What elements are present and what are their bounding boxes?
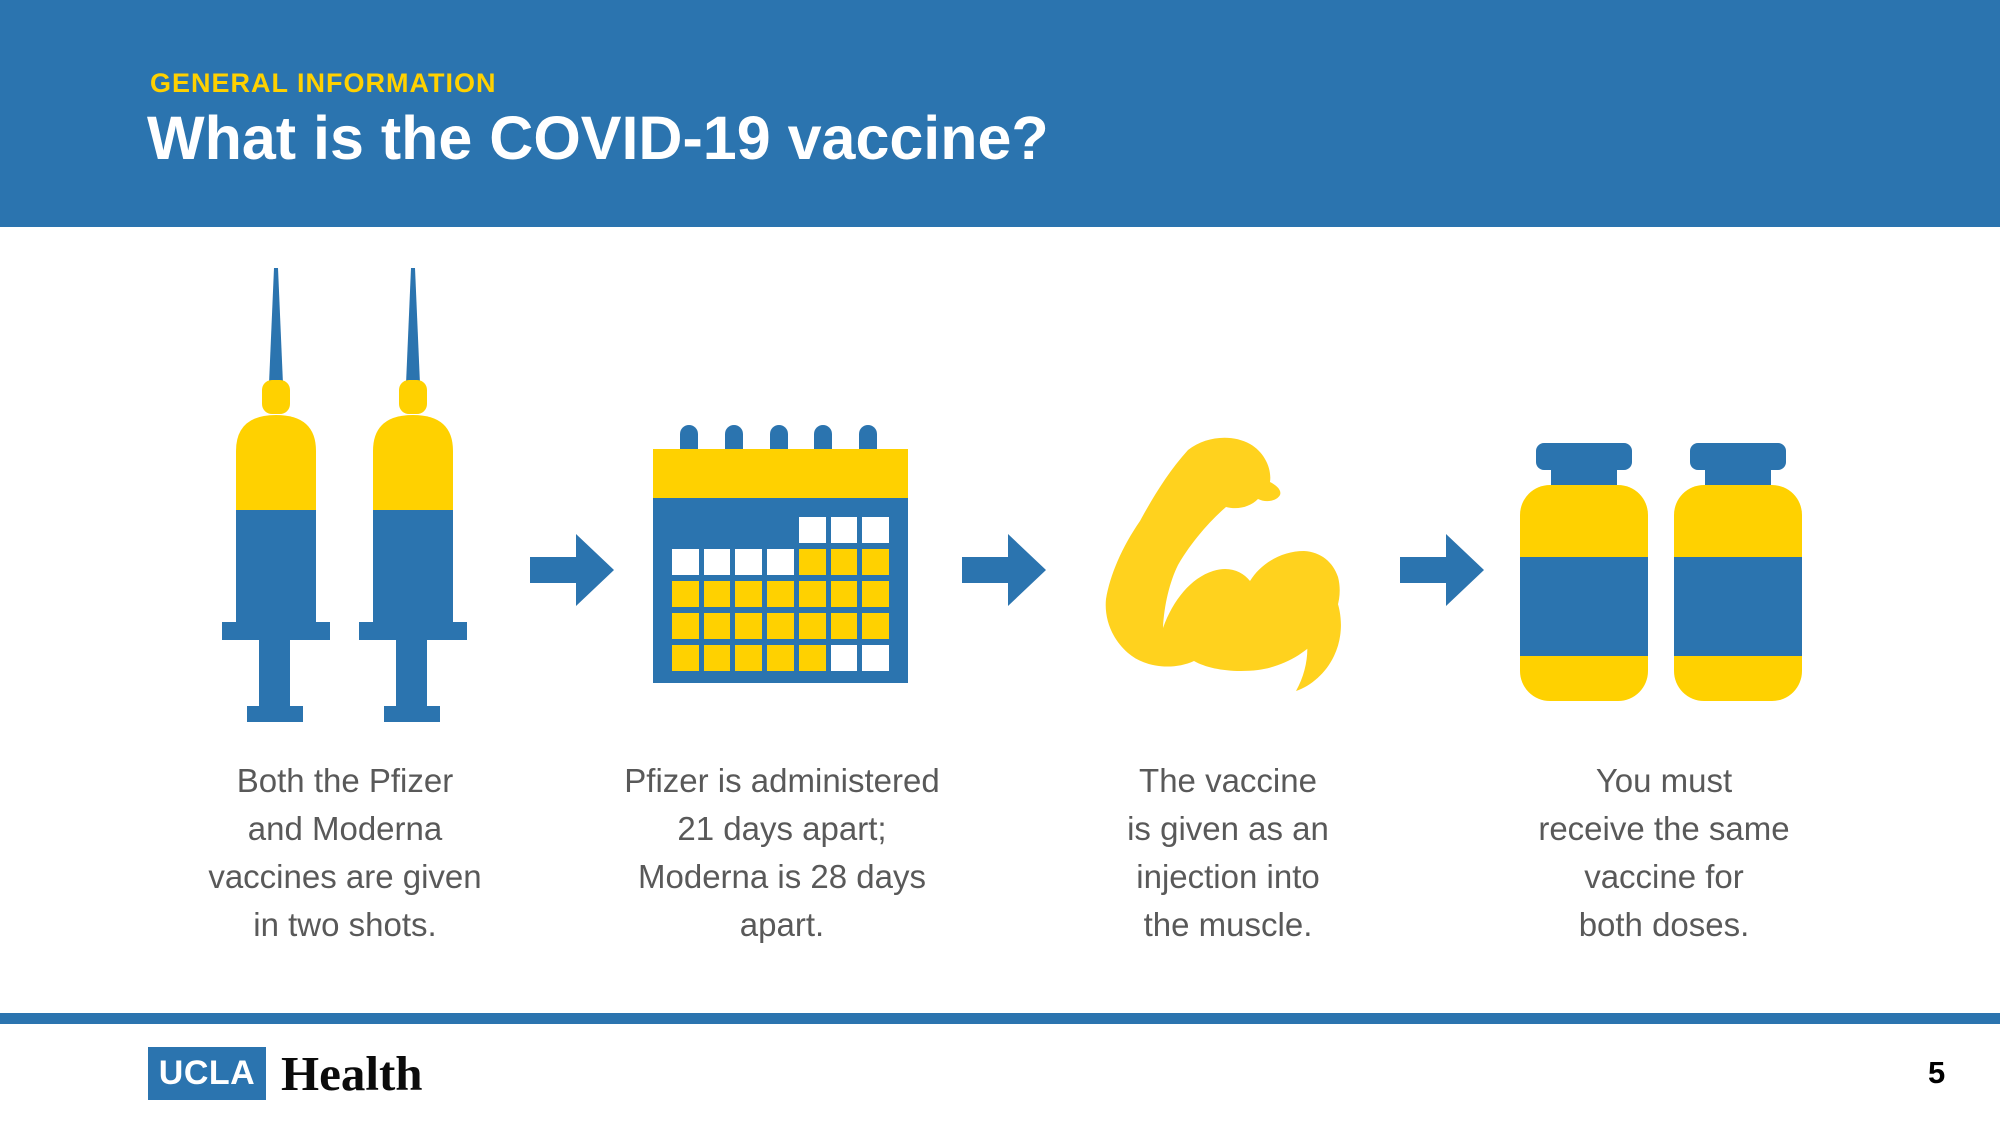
- arrow-right-icon: [530, 534, 614, 606]
- page-number: 5: [1928, 1055, 1946, 1090]
- step-caption: The vaccine is given as an injection int…: [1127, 762, 1329, 943]
- calendar-cell: [798, 549, 826, 575]
- ucla-logo-text: UCLA: [158, 1054, 256, 1092]
- calendar-cell: [704, 517, 731, 543]
- calendar-header: [653, 449, 908, 498]
- syringe-icon: [359, 268, 467, 722]
- calendar-cell: [830, 517, 858, 543]
- calendar-cell: [672, 613, 699, 639]
- section-kicker: GENERAL INFORMATION: [150, 68, 497, 98]
- calendar-grid: [653, 498, 908, 683]
- calendar-cell: [798, 517, 826, 543]
- calendar-cell: [672, 517, 699, 543]
- calendar-cell: [862, 517, 889, 543]
- calendar-cell: [767, 581, 794, 607]
- calendar-cell: [767, 517, 794, 543]
- flexed-arm-icon: [1105, 437, 1341, 691]
- step-caption: Pfizer is administered 21 days apart; Mo…: [624, 762, 940, 943]
- ucla-logo: UCLA: [148, 1047, 266, 1100]
- calendar-cell: [767, 549, 794, 575]
- calendar-cell: [767, 645, 794, 671]
- calendar-cell: [703, 581, 731, 607]
- calendar-cell: [703, 549, 731, 575]
- calendar-cell: [735, 613, 763, 639]
- calendar-cell: [735, 645, 763, 671]
- calendar-cell: [798, 645, 826, 671]
- calendar-cell: [862, 645, 889, 671]
- calendar-cell: [672, 645, 699, 671]
- calendar-cell: [672, 549, 699, 575]
- calendar-cell: [830, 645, 858, 671]
- calendar-cell: [672, 581, 699, 607]
- calendar-cell: [798, 613, 826, 639]
- calendar-cell: [735, 549, 763, 575]
- vial-icon: [1674, 443, 1802, 701]
- calendar-cell: [830, 581, 858, 607]
- arrow-right-icon: [1400, 534, 1484, 606]
- page-title: What is the COVID-19 vaccine?: [147, 104, 1049, 172]
- syringe-icon: [222, 268, 330, 722]
- step-caption: Both the Pfizer and Moderna vaccines are…: [208, 762, 482, 943]
- arrow-right-icon: [962, 534, 1046, 606]
- calendar-cell: [830, 613, 858, 639]
- calendar-cell: [767, 613, 794, 639]
- step-caption: You must receive the same vaccine for bo…: [1538, 762, 1790, 943]
- vial-icon: [1520, 443, 1648, 701]
- calendar-cell: [862, 549, 889, 575]
- divider-band: [0, 1013, 2000, 1024]
- calendar-cell: [830, 549, 858, 575]
- calendar-cell: [703, 613, 731, 639]
- calendar-cell: [703, 645, 731, 671]
- calendar-cell: [862, 613, 889, 639]
- calendar-cell: [735, 581, 763, 607]
- calendar-cell: [798, 581, 826, 607]
- calendar-cell: [862, 581, 889, 607]
- calendar-cell: [735, 517, 762, 543]
- calendar-icon: [653, 425, 908, 683]
- header-band: GENERAL INFORMATION What is the COVID-19…: [0, 0, 2000, 227]
- health-wordmark: Health: [281, 1046, 423, 1101]
